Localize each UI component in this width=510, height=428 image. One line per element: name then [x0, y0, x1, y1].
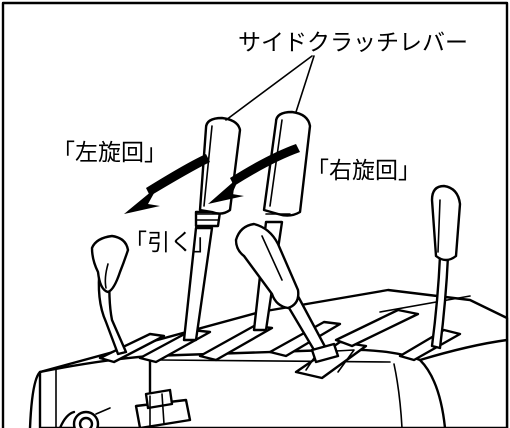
callout-lines: [225, 55, 315, 121]
left-side-clutch-lever: [182, 116, 242, 342]
bottom-fittings: [58, 388, 192, 428]
pull-label: 「引く」: [124, 230, 216, 256]
left-turn-arrow: [124, 154, 210, 214]
center-angled-lever: [234, 222, 340, 364]
left-knob-lever: [90, 234, 130, 356]
right-tall-lever: [430, 184, 462, 350]
side-clutch-lever-label: サイドクラッチレバー: [238, 30, 468, 56]
left-turn-label: 「左旋回」: [52, 140, 167, 166]
right-turn-label: 「右旋回」: [306, 158, 421, 184]
right-turn-arrow: [208, 144, 300, 204]
